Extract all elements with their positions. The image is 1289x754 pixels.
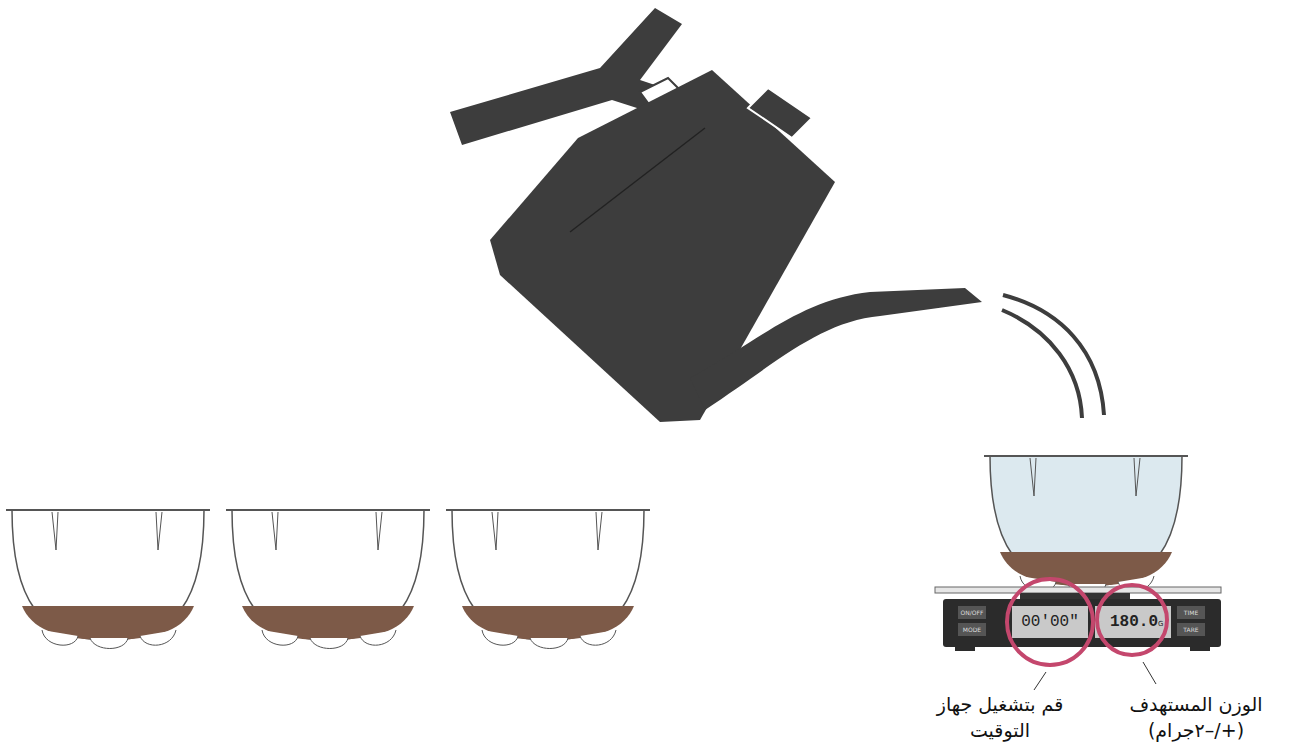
button-label: TIME: [1177, 606, 1205, 619]
instruction-label: الوزن المستهدف (+/–٢جرام): [1110, 692, 1282, 743]
button-label: MODE: [958, 623, 986, 636]
instruction-label: قم بتشغيل جهاز التوقيت: [930, 692, 1070, 743]
unit-label: G: [1158, 617, 1170, 631]
highlight-circle: [1007, 579, 1093, 665]
cupping-bowl-filled: [984, 456, 1188, 595]
button-label: ON/OFF: [958, 606, 986, 619]
timer-reading: 00'00": [1012, 606, 1088, 638]
button-label: TARE: [1177, 623, 1205, 636]
leader-line: [1143, 662, 1156, 684]
kettle-lid: [748, 88, 812, 138]
cupping-bowl: [226, 510, 430, 649]
leader-line: [1034, 672, 1046, 690]
highlight-circle: [1097, 585, 1167, 655]
kettle-highlight: [570, 128, 705, 232]
water-stream: [1003, 295, 1104, 415]
kettle-body: [490, 70, 835, 422]
weight-reading: 180.0: [1100, 606, 1158, 638]
water-stream: [1002, 310, 1082, 418]
cupping-bowl: [6, 510, 210, 649]
scale: [935, 587, 1221, 651]
kettle-spout: [690, 288, 982, 410]
cupping-bowl: [446, 510, 650, 649]
